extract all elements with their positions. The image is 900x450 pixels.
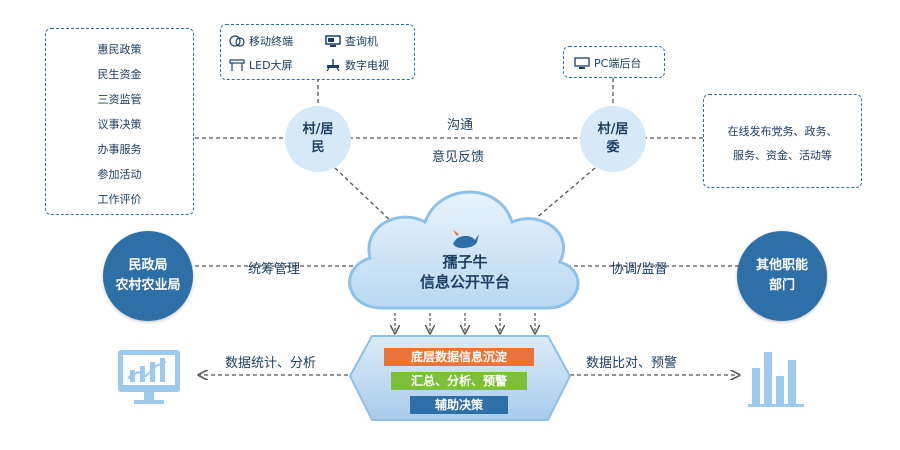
device-tv-label: 数字电视 [345, 59, 389, 72]
list-item: 工作评价 [97, 193, 142, 206]
policy-list-box: 惠民政策 民生资金 三资监管 议事决策 办事服务 参加活动 工作评价 [45, 28, 194, 215]
list-item: 惠民政策 [97, 43, 142, 56]
list-item: 办事服务 [97, 143, 142, 156]
list-item: 参加活动 [97, 168, 142, 181]
device-led-label: LED大屏 [249, 59, 293, 72]
bar-chart-icon [748, 352, 804, 407]
coordination-management-label: 统筹管理 [248, 262, 301, 277]
device-pc: PC端后台 [574, 55, 641, 71]
device-box: 移动终端 查询机 LED大屏 数字电视 [220, 24, 415, 80]
device-kiosk: 查询机 [325, 33, 378, 49]
villager-line-2: 民 [311, 140, 325, 155]
right-org-line-1: 其他职能 [755, 258, 808, 273]
committee-line-2: 委 [606, 140, 620, 155]
list-item: 民生资金 [97, 68, 142, 81]
pc-monitor-icon [574, 57, 590, 69]
left-org-line-1: 民政局 [128, 258, 168, 273]
device-tv: 数字电视 [325, 57, 389, 73]
chat-icon [229, 35, 245, 47]
other-departments-node: 其他职能部门 [737, 231, 827, 321]
device-mobile: 移动终端 [229, 33, 293, 49]
right-org-line-2: 部门 [768, 278, 795, 293]
data-comparison-label: 数据比对、预警 [586, 356, 678, 371]
analysis-warning-pill: 汇总、分析、预警 [391, 372, 527, 390]
kiosk-icon [325, 35, 341, 47]
feedback-label: 意见反馈 [432, 150, 485, 165]
villager-node: 村/居民 [285, 106, 351, 172]
cloud-platform: 孺子牛 信息公开平台 [370, 228, 560, 292]
device-kiosk-label: 查询机 [345, 35, 378, 48]
list-item: 议事决策 [97, 118, 142, 131]
bull-logo-icon [370, 228, 560, 252]
left-org-line-2: 农村农业局 [115, 278, 181, 293]
decision-support-pill: 辅助决策 [410, 396, 508, 414]
device-pc-label: PC端后台 [594, 57, 642, 70]
led-screen-icon [229, 59, 245, 71]
committee-line-1: 村/居 [597, 122, 629, 137]
civil-affairs-node: 民政局农村农业局 [103, 231, 193, 321]
coordination-supervision-label: 协调/监督 [611, 262, 668, 277]
cloud-subtitle: 信息公开平台 [419, 273, 510, 291]
monitor-icon [118, 350, 180, 404]
cloud-title: 孺子牛 [442, 253, 488, 271]
tv-icon [325, 59, 341, 72]
pc-box: PC端后台 [563, 46, 665, 78]
device-led: LED大屏 [229, 57, 293, 73]
publish-info-box: 在线发布党务、政务、 服务、资金、活动等 [703, 94, 862, 188]
data-sediment-pill: 底层数据信息沉淀 [384, 348, 534, 366]
communication-label: 沟通 [447, 118, 474, 133]
cloud-shape [348, 190, 580, 310]
villager-line-1: 村/居 [302, 122, 334, 137]
list-item: 三资监管 [97, 93, 142, 106]
device-mobile-label: 移动终端 [249, 35, 293, 48]
publish-line-1: 在线发布党务、政务、 [727, 125, 838, 138]
committee-node: 村/居委 [580, 106, 646, 172]
publish-line-2: 服务、资金、活动等 [733, 149, 832, 162]
data-statistics-label: 数据统计、分析 [225, 356, 317, 371]
